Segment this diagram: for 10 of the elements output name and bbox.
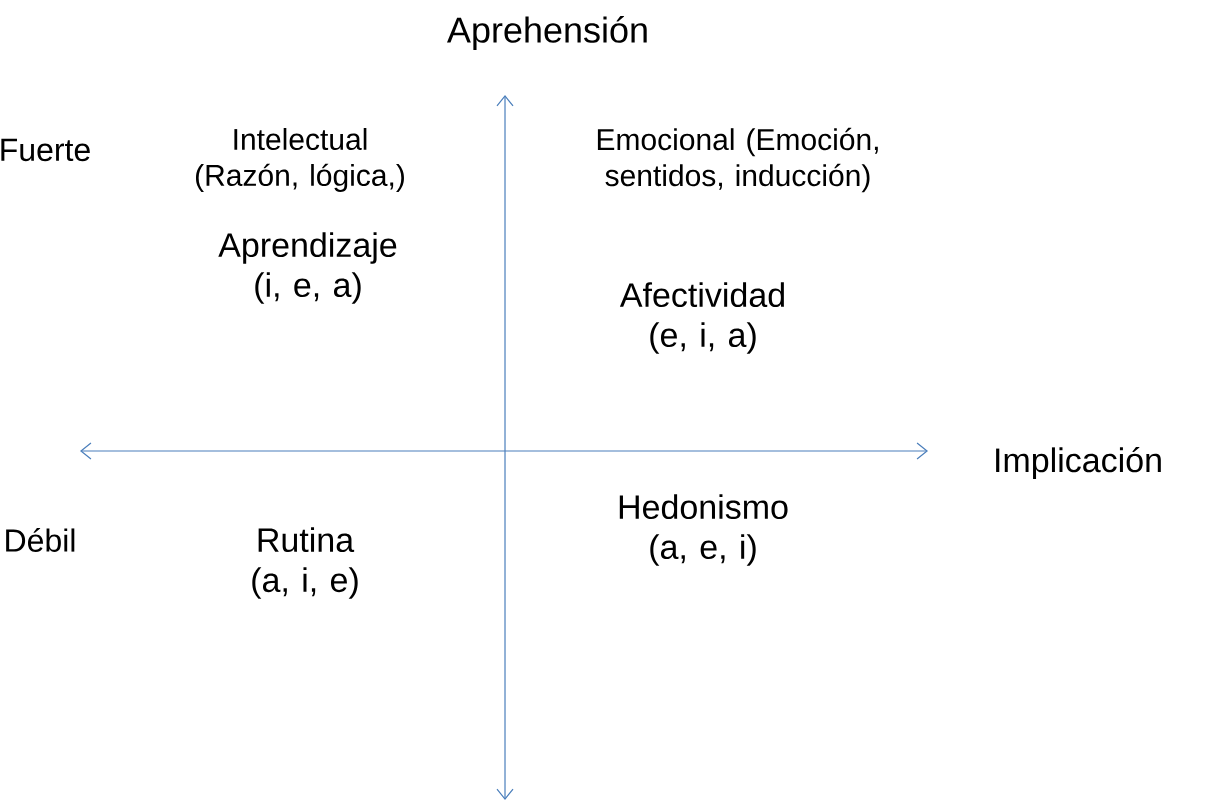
quadrant-label: Rutina (a, i, e)	[252, 527, 358, 599]
quadrant-label: Implicación	[996, 446, 1161, 480]
quadrant-label: Débil	[6, 528, 75, 552]
quadrant-label: Afectividad (e, i, a)	[619, 282, 784, 354]
quadrant-label: Aprehensión	[447, 16, 647, 50]
quadrant-label: Hedonismo (a, e, i)	[619, 494, 788, 566]
quadrant-label: Intelectual (Razón, lógica,)	[196, 128, 404, 192]
quadrant-label: Aprendizaje (i, e, a)	[218, 232, 397, 304]
quadrant-label: Emocional (Emoción, sentidos, inducción)	[597, 127, 878, 193]
quadrant-label: Fuerte	[1, 138, 90, 162]
